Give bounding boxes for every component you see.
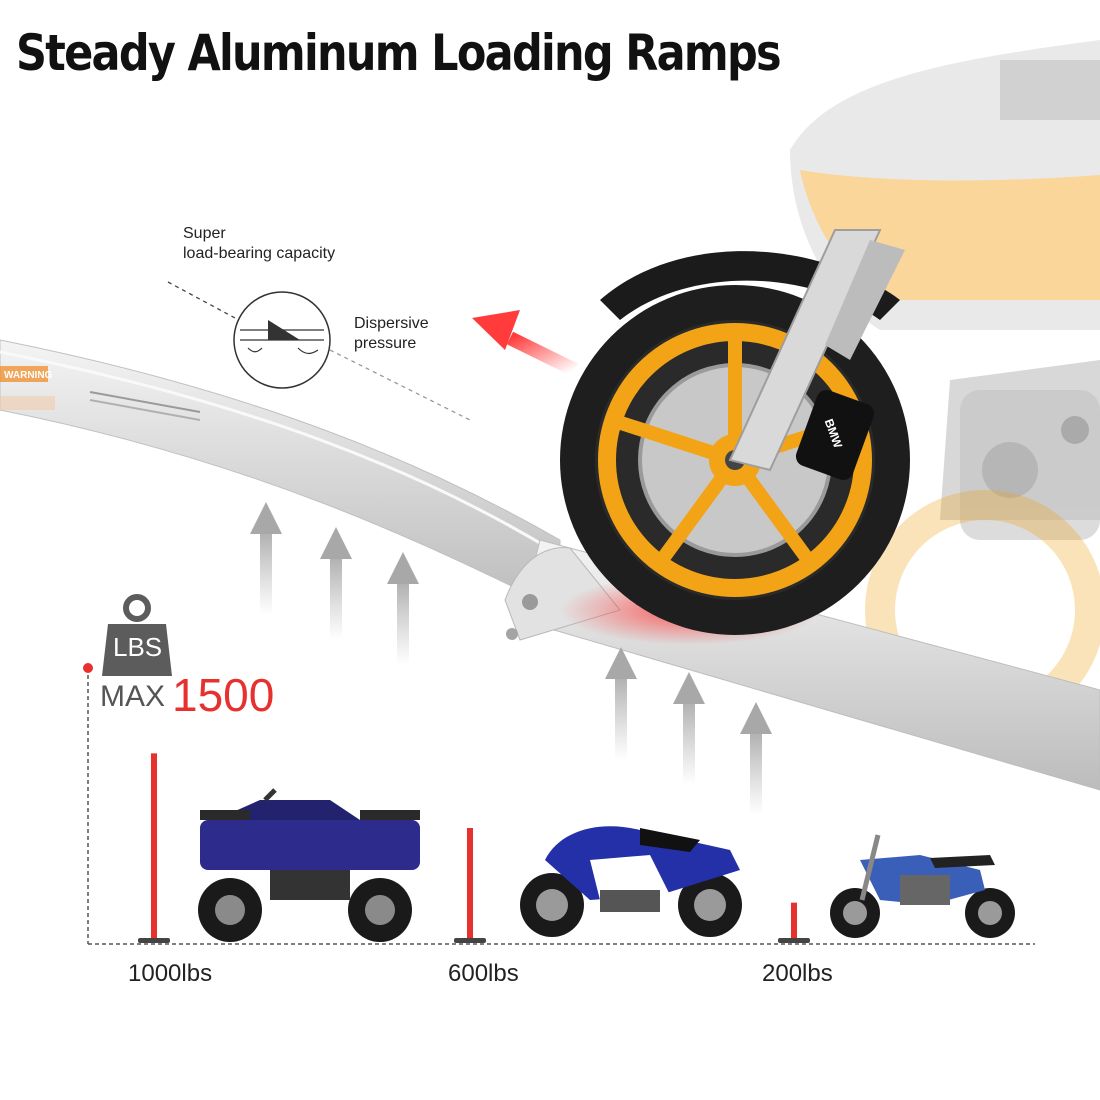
dirt-bike-image: [830, 834, 1015, 938]
red-direction-arrow: [472, 310, 579, 377]
weight-bar-base-atv: [138, 938, 170, 943]
lbs-badge-text: LBS: [113, 632, 163, 662]
sport-motorcycle-weight-label: 600lbs: [448, 960, 519, 987]
dispersive-pressure-callout: Dispersive pressure: [354, 314, 429, 354]
weight-scale: [83, 663, 1035, 945]
up-arrow: [320, 527, 352, 640]
weight-bar-base-sport-motorcycle: [454, 938, 486, 943]
page-title: Steady Aluminum Loading Ramps: [16, 24, 782, 82]
max-value: 1500: [172, 669, 275, 721]
dispersive-line-2: pressure: [354, 335, 417, 352]
load-bearing-callout: Super load-bearing capacity: [183, 224, 335, 264]
warning-label: WARNING: [0, 366, 201, 421]
motorcycle-engine: [960, 390, 1100, 540]
atv-weight-label: 1000lbs: [128, 960, 213, 987]
atv-image: [198, 788, 420, 942]
load-bearing-line-2: load-bearing capacity: [183, 245, 336, 262]
max-label: MAX: [100, 680, 166, 713]
max-marker-dot: [83, 663, 93, 673]
hinge-bolt: [506, 628, 518, 640]
weight-bar-base-dirt-bike: [778, 938, 810, 943]
up-arrow: [673, 672, 705, 785]
support-arrows: [250, 502, 772, 815]
front-fork: [728, 229, 905, 472]
aluminum-ramp: WARNING: [0, 339, 1100, 791]
warning-label-text: WARNING: [4, 370, 53, 381]
brake-caliper: BMW: [795, 389, 875, 481]
dirt-bike-weight-label: 200lbs: [762, 960, 833, 987]
weight-bar-sport-motorcycle: [467, 828, 473, 940]
hinge-bolt: [522, 594, 538, 610]
wheel-rim: [598, 323, 872, 597]
weight-bar-dirt-bike: [791, 902, 797, 940]
load-bearing-line-1: Super: [183, 225, 226, 242]
up-arrow: [387, 552, 419, 665]
up-arrow: [740, 702, 772, 815]
dispersive-line-1: Dispersive: [354, 315, 429, 332]
weight-bars: [138, 753, 810, 943]
weight-bar-atv: [151, 753, 157, 940]
up-arrow: [605, 647, 637, 760]
up-arrow: [250, 502, 282, 615]
sport-motorcycle-image: [520, 826, 742, 937]
weight-icon: [102, 594, 172, 676]
pressure-diagram: [167, 281, 471, 421]
